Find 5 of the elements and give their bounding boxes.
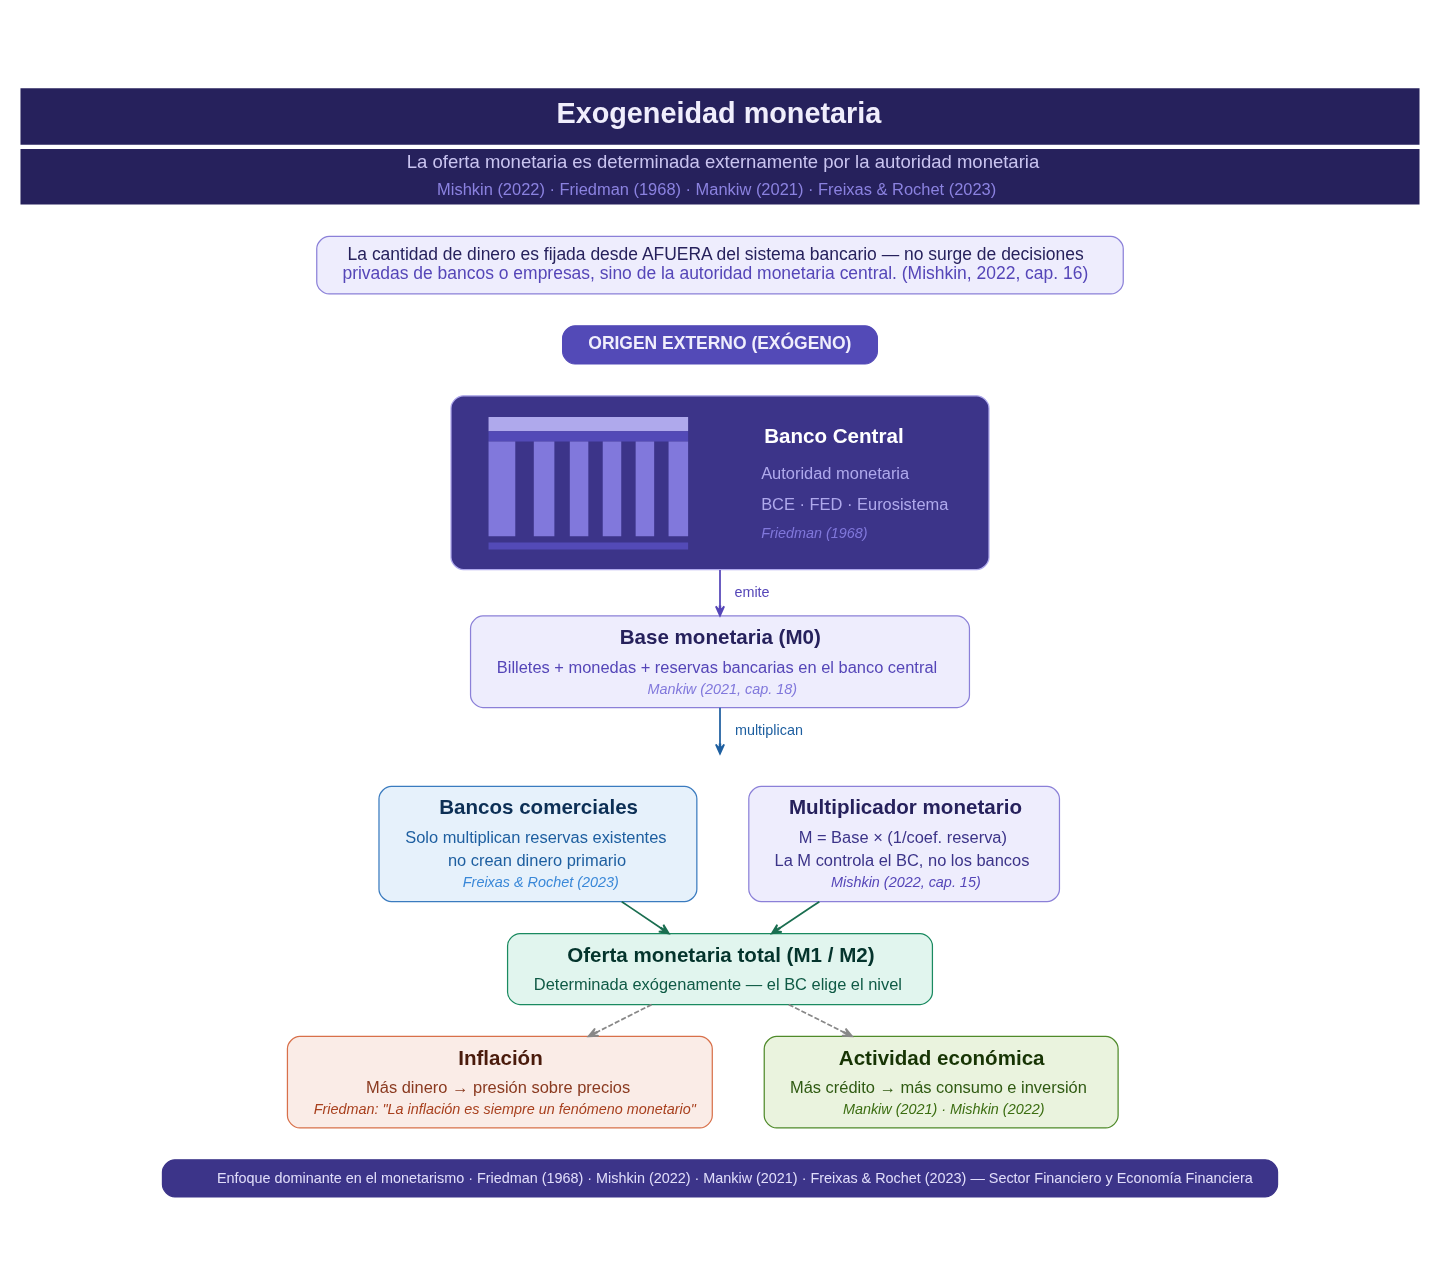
label: La oferta monetaria es determinada externamente por la autoridad monetaria: [406, 150, 1040, 172]
edge-label: emite: [734, 583, 770, 600]
diagram-title: Exogeneidad monetaria: [556, 96, 882, 129]
label: Mishkin (2022) · Friedman (1968) · Mankiw (2021) · Freixas & Rochet (2023): [437, 179, 997, 198]
edge-label: multiplican: [734, 721, 803, 738]
